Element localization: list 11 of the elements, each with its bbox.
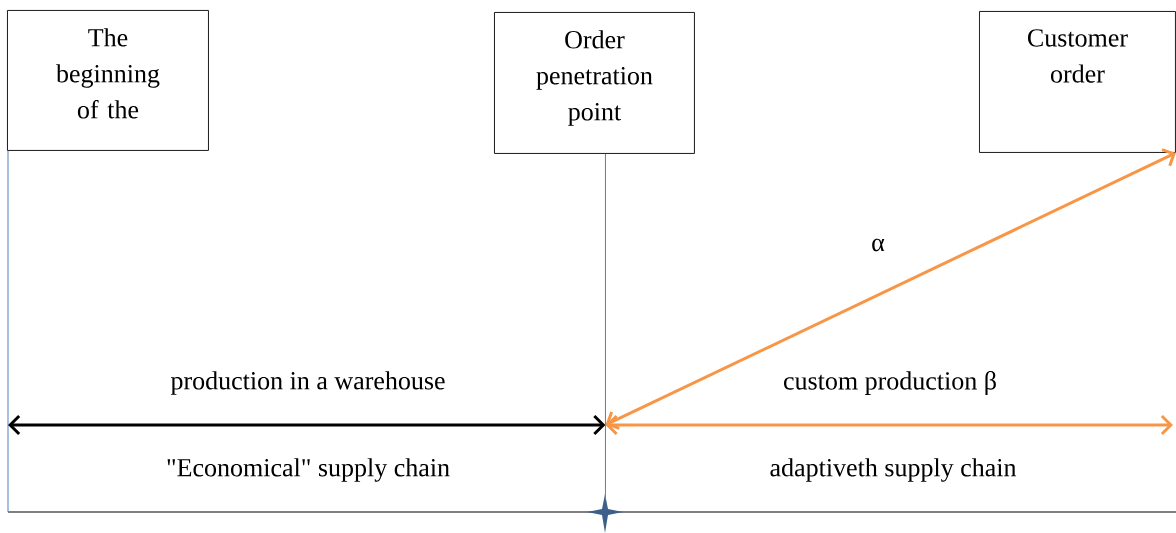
edge-label: production in a warehouse	[169, 370, 447, 396]
section-label: "Economical" supply chain	[167, 458, 450, 482]
section-label: adaptiveth supply chain	[770, 458, 1017, 482]
edge-label: α	[870, 237, 886, 253]
text-box: Order penetration point	[494, 12, 695, 154]
text-box: The beginning of the	[7, 10, 209, 151]
arrow	[8, 414, 606, 436]
edge-label: custom production β	[782, 370, 998, 396]
arrow	[605, 148, 1176, 430]
arrow	[605, 414, 1173, 436]
text-box: Customer order	[979, 11, 1176, 153]
